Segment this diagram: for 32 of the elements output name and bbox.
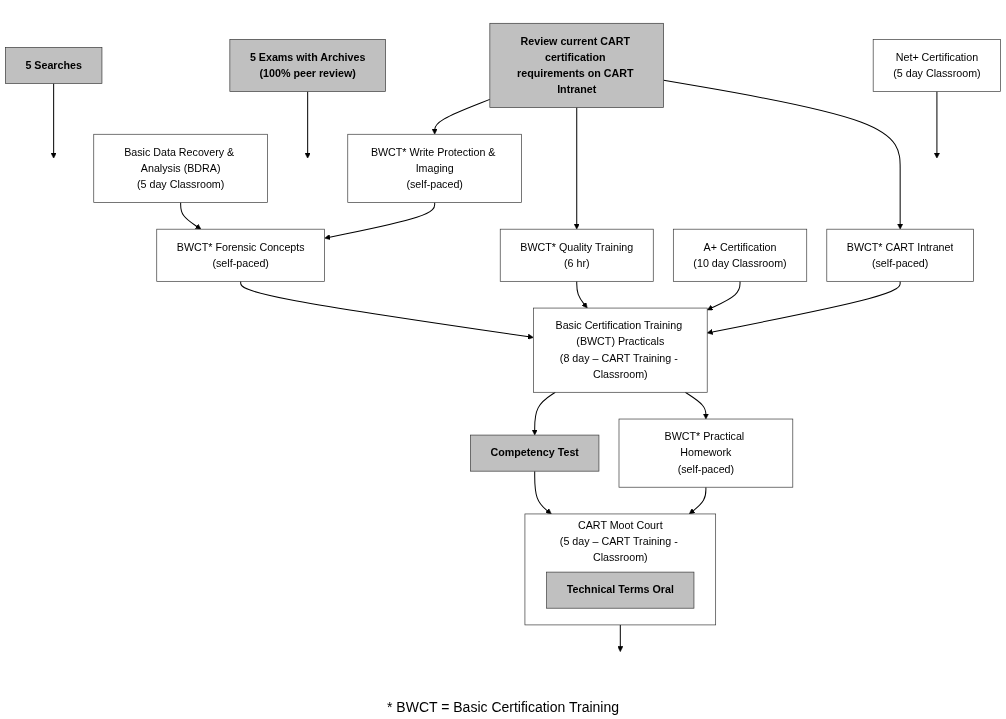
node-box: A+ Certification (10 day Classroom) <box>672 228 808 282</box>
arrow <box>576 280 588 309</box>
arrow <box>240 280 534 340</box>
node-box: BWCT* CART Intranet (self-paced) <box>826 228 974 282</box>
arrow <box>531 391 556 436</box>
arrow <box>617 624 624 652</box>
node-box: Competency Test <box>470 434 600 472</box>
arrow <box>706 280 741 311</box>
arrow <box>50 82 57 159</box>
node-box: Basic Certification Training (BWCT) Practicals (8 day – CART Training - Classroom) <box>533 307 708 393</box>
arrow <box>573 107 580 230</box>
arrow <box>706 280 901 335</box>
node-box: Review current CART certification requirements on CART Intranet <box>489 22 664 108</box>
arrow <box>663 79 904 230</box>
arrow <box>180 201 202 230</box>
arrow <box>689 486 707 515</box>
node-box: BWCT* Forensic Concepts (self-paced) <box>156 228 325 282</box>
arrow <box>431 98 491 135</box>
arrow <box>684 391 709 420</box>
node-box: Net+ Certification (5 day Classroom) <box>872 39 1001 92</box>
node-box: BWCT* Practical Homework (self-paced) <box>618 418 794 488</box>
node-box: 5 Searches <box>5 47 103 84</box>
arrow <box>534 470 552 515</box>
node-box: BWCT* Write Protection & Imaging (self-paced) <box>347 133 522 203</box>
node-box: BWCT* Quality Training (6 hr) <box>499 228 654 282</box>
node-box: Technical Terms Oral <box>546 571 695 609</box>
footnote: * BWCT = Basic Certification Training <box>387 699 619 715</box>
node-box: 5 Exams with Archives (100% peer review) <box>229 39 386 92</box>
arrow <box>304 91 311 159</box>
arrow <box>324 201 436 240</box>
arrow <box>933 91 940 159</box>
node-box: Basic Data Recovery & Analysis (BDRA) (5 day Classroom) <box>93 133 268 203</box>
